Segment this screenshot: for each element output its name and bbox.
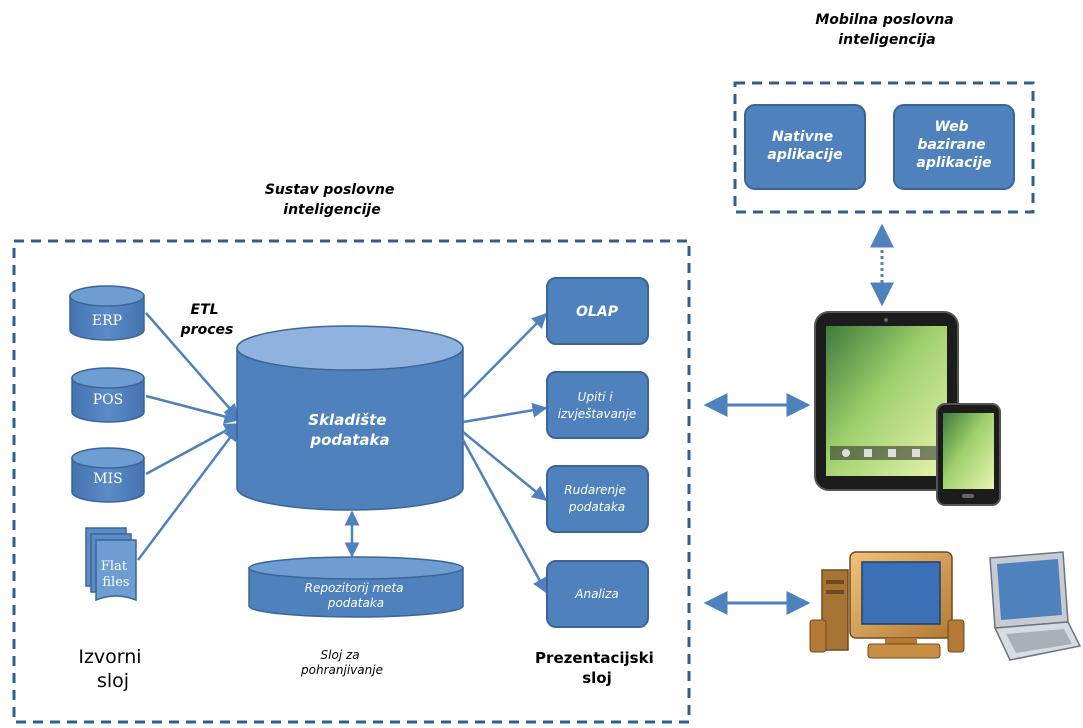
data-mining-label: Rudarenje podataka: [564, 483, 629, 514]
web-apps-box[interactable]: [893, 104, 1015, 190]
analysis-box[interactable]: [546, 560, 649, 628]
olap-label: OLAP: [576, 304, 619, 320]
mobile-bi-title: Mobilna poslovna inteligencija: [815, 12, 958, 48]
output-arrow-mining: [462, 431, 548, 501]
output-arrow-olap: [462, 312, 548, 399]
source-mis-label: MIS: [93, 471, 122, 487]
flat-files-icon[interactable]: Flat files: [85, 527, 137, 602]
queries-reporting-box[interactable]: [546, 371, 649, 439]
source-layer-label: Izvorni sloj: [78, 646, 147, 692]
tablet-icon: [814, 311, 959, 491]
native-apps-label: Nativne aplikacije: [767, 129, 842, 163]
flat-files-label: Flat files: [101, 559, 131, 590]
laptop-icon: [989, 551, 1082, 661]
presentation-layer-label: Prezentacijski sloj: [535, 649, 659, 687]
queries-reporting-label: Upiti i izvještavanje: [558, 390, 637, 421]
analysis-label: Analiza: [574, 587, 619, 601]
desktop-computer-icon: [809, 551, 965, 659]
etl-process-label: ETL proces: [180, 302, 234, 338]
web-apps-label: Web bazirane aplikacije: [916, 119, 991, 171]
data-warehouse-cylinder[interactable]: Skladište podataka: [236, 325, 464, 511]
source-pos-label: POS: [93, 392, 124, 408]
output-arrow-queries: [462, 402, 548, 424]
etl-arrow-erp: [145, 312, 239, 420]
source-erp-cylinder[interactable]: ERP: [69, 285, 145, 341]
etl-arrow-flat: [137, 425, 239, 561]
output-arrow-analysis: [461, 439, 548, 594]
data-mining-box[interactable]: [546, 465, 649, 533]
data-warehouse-label: Skladište podataka: [308, 411, 391, 449]
mobile-bi-dashed-border: [733, 81, 1035, 214]
source-pos-cylinder[interactable]: POS: [71, 367, 145, 423]
bi-system-title: Sustav poslovne inteligencije: [265, 182, 399, 218]
metadata-repository-label: Repozitorij meta podataka: [305, 581, 408, 610]
source-mis-cylinder[interactable]: MIS: [71, 447, 145, 503]
metadata-repository-cylinder[interactable]: Repozitorij meta podataka: [248, 556, 464, 618]
etl-arrow-mis: [145, 422, 240, 476]
native-apps-box[interactable]: [744, 104, 866, 190]
source-erp-label: ERP: [92, 313, 122, 329]
storage-layer-label: Sloj za pohranjivanje: [300, 648, 383, 677]
olap-box[interactable]: [546, 277, 649, 345]
etl-arrow-pos: [145, 394, 240, 424]
smartphone-icon: [936, 403, 1001, 506]
